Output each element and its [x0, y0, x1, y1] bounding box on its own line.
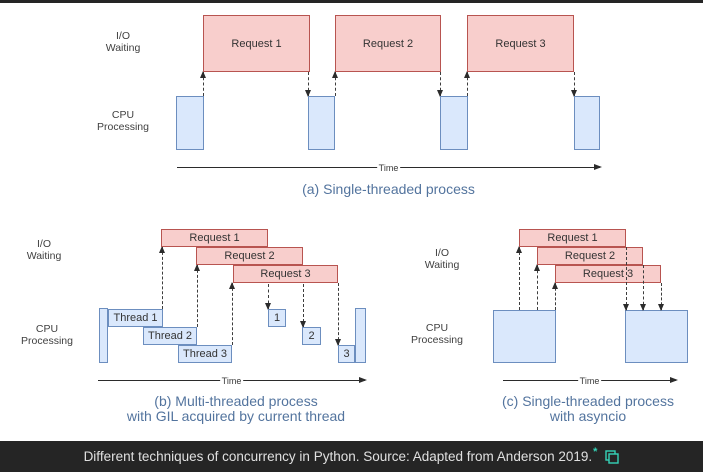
io-waiting-label-line2: Waiting: [424, 259, 460, 271]
cpu-processing-label: CPU Processing: [407, 322, 467, 346]
handoff-arrow-down: [658, 283, 664, 311]
cpu-burst-box: [308, 96, 335, 150]
gil-slice-3-box: 3: [338, 345, 355, 363]
io-waiting-label-line2: Waiting: [105, 42, 141, 54]
handoff-arrow-down: [623, 247, 629, 311]
handoff-arrow-down: [335, 283, 341, 346]
diagram-b-caption: (b) Multi-threaded process with GIL acqu…: [88, 394, 384, 424]
thread-2-box: Thread 2: [143, 327, 197, 345]
cpu-processing-label: CPU Processing: [17, 323, 77, 347]
time-axis: Time: [177, 163, 602, 173]
io-waiting-label: I/O Waiting: [14, 238, 74, 262]
request-1-box: Request 1: [203, 15, 310, 72]
diagram-b-caption-line1: (b) Multi-threaded process: [154, 393, 318, 409]
time-axis: Time: [98, 376, 367, 386]
handoff-arrow-up: [534, 264, 540, 310]
diagram-c-caption-line1: (c) Single-threaded process: [502, 393, 674, 409]
cpu-slice-box: [99, 308, 108, 363]
figure-caption-text: Different techniques of concurrency in P…: [83, 449, 593, 464]
cpu-burst-box: [176, 96, 204, 150]
io-waiting-label-line1: I/O: [36, 238, 51, 250]
gil-slice-1-box: 1: [268, 309, 286, 327]
io-waiting-label: I/O Waiting: [93, 30, 153, 54]
diagram-b-caption-line2: with GIL acquired by current thread: [126, 408, 346, 424]
handoff-arrow-down: [300, 284, 306, 328]
time-axis-label: Time: [577, 376, 602, 386]
handoff-arrow-up: [200, 71, 206, 96]
cpu-block-box: [493, 310, 556, 363]
handoff-arrow-down: [305, 72, 311, 97]
io-waiting-label-line1: I/O: [434, 247, 449, 259]
io-waiting-label: I/O Waiting: [412, 247, 472, 271]
cpu-processing-label-line1: CPU: [111, 109, 135, 121]
request-1-box: Request 1: [161, 229, 268, 247]
cpu-burst-box: [440, 96, 468, 150]
cpu-block-box: [625, 310, 688, 363]
handoff-arrow-down: [265, 284, 271, 310]
copy-icon[interactable]: [605, 449, 620, 464]
footnote-asterisk-link[interactable]: *: [593, 445, 598, 458]
diagram-c-caption: (c) Single-threaded process with asyncio: [493, 394, 683, 424]
thread-1-box: Thread 1: [108, 309, 163, 327]
handoff-arrow-up: [464, 71, 470, 96]
io-waiting-label-line2: Waiting: [26, 250, 62, 262]
cpu-processing-label-line2: Processing: [21, 335, 73, 347]
cpu-processing-label-line2: Processing: [411, 334, 463, 346]
handoff-arrow-up: [229, 282, 235, 345]
cpu-slice-box: [355, 308, 366, 363]
handoff-arrow-up: [194, 264, 200, 327]
diagram-a-caption: (a) Single-threaded process: [302, 181, 475, 197]
diagram-c-caption-line2: with asyncio: [549, 408, 627, 424]
time-axis-label: Time: [376, 163, 401, 173]
cpu-processing-label-line2: Processing: [97, 121, 149, 133]
request-3-box: Request 3: [555, 265, 661, 283]
top-border-bar: [0, 0, 703, 3]
request-2-box: Request 2: [335, 15, 441, 72]
io-waiting-label-line1: I/O: [115, 30, 130, 42]
thread-3-box: Thread 3: [178, 345, 232, 363]
request-1-box: Request 1: [519, 229, 626, 247]
cpu-processing-label-line1: CPU: [425, 322, 449, 334]
cpu-processing-label-line1: CPU: [35, 323, 59, 335]
request-2-box: Request 2: [537, 247, 643, 265]
handoff-arrow-down: [571, 72, 577, 97]
request-3-box: Request 3: [467, 15, 574, 72]
figure-caption-bar: Different techniques of concurrency in P…: [0, 441, 703, 472]
handoff-arrow-up: [159, 246, 165, 309]
handoff-arrow-up: [552, 282, 558, 310]
handoff-arrow-down: [437, 72, 443, 97]
time-axis-label: Time: [219, 376, 244, 386]
time-axis: Time: [503, 376, 678, 386]
request-2-box: Request 2: [196, 247, 303, 265]
cpu-processing-label: CPU Processing: [93, 109, 153, 133]
handoff-arrow-up: [516, 246, 522, 310]
gil-slice-2-box: 2: [302, 327, 321, 345]
cpu-burst-box: [574, 96, 600, 150]
handoff-arrow-down: [640, 265, 646, 311]
handoff-arrow-up: [332, 71, 338, 96]
request-3-box: Request 3: [233, 265, 338, 283]
